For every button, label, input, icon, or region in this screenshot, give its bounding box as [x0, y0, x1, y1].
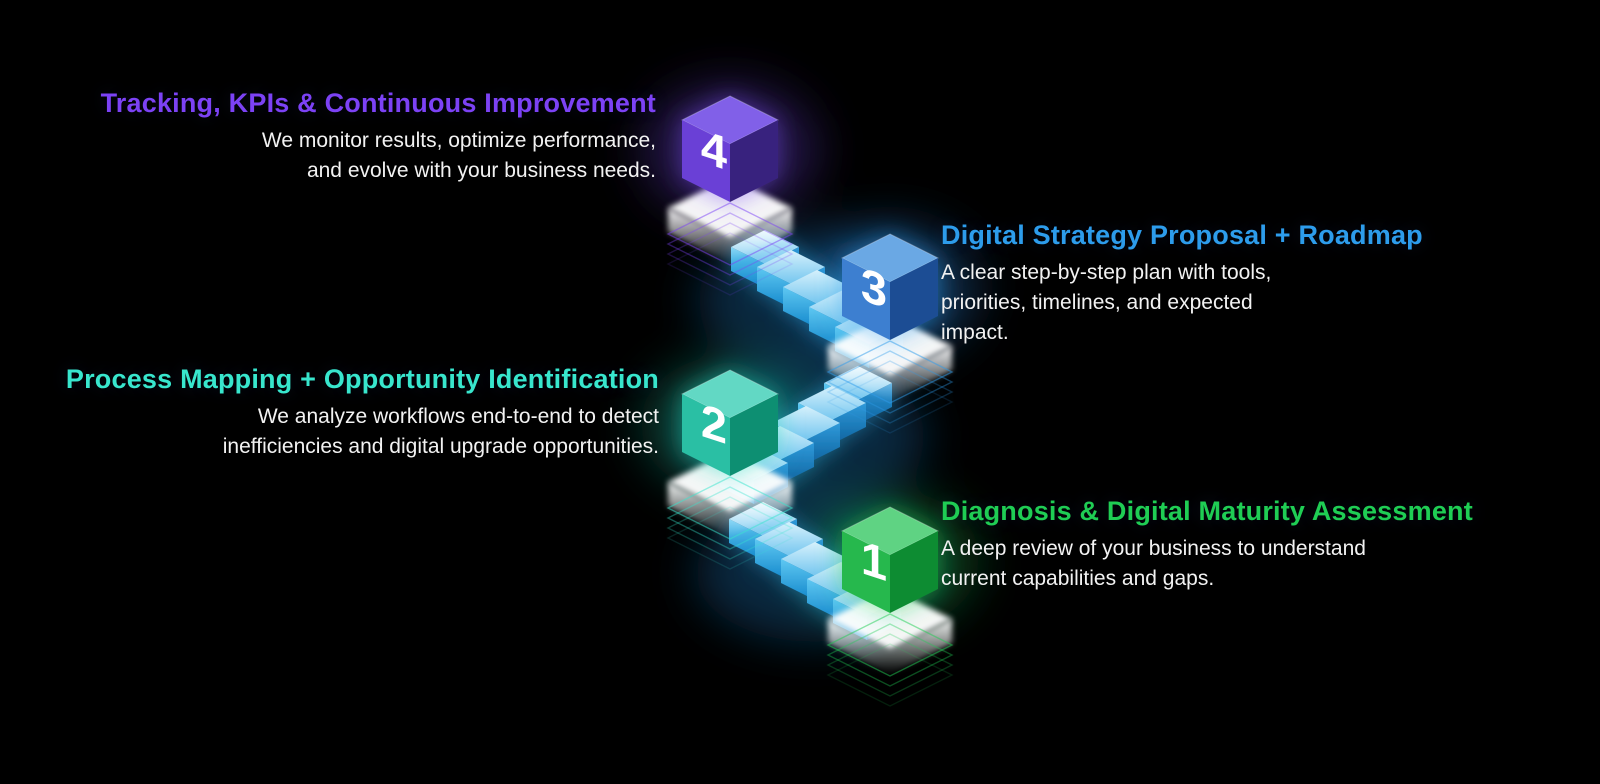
step-4-text-block: Tracking, KPIs & Continuous Improvement …	[101, 86, 656, 186]
step-2-cube: 2	[680, 369, 780, 476]
step-2-description: We analyze workflows end-to-end to detec…	[66, 402, 659, 462]
step-3-text-block: Digital Strategy Proposal + Roadmap A cl…	[941, 218, 1423, 348]
step-2-cube-left-face	[682, 394, 730, 476]
step-3-description: A clear step-by-step plan with tools, pr…	[941, 258, 1423, 348]
step-3-description-line-3: impact.	[941, 321, 1009, 344]
step-4-cube-number: 4	[701, 120, 727, 181]
step-3-platform-top	[828, 315, 952, 377]
step-1-title: Diagnosis & Digital Maturity Assessment	[941, 496, 1473, 526]
step-1-platform	[826, 588, 954, 707]
step-1-cube-right-face	[890, 531, 938, 613]
step-2-platform-top	[668, 451, 792, 513]
step-4-description-line-2: and evolve with your business needs.	[306, 159, 656, 182]
step-3-cube-number: 3	[861, 258, 887, 319]
step-1-cube-number: 1	[861, 531, 887, 592]
step-1-description-line-2: current capabilities and gaps.	[941, 567, 1215, 590]
step-2-glow-lines	[666, 476, 794, 570]
step-2-description-line-1: We analyze workflows end-to-end to detec…	[257, 405, 659, 428]
step-2-platform	[666, 451, 794, 570]
step-2-description-line-2: inefficiencies and digital upgrade oppor…	[222, 435, 659, 458]
step-3-platform-glow	[828, 346, 952, 401]
step-4-description: We monitor results, optimize performance…	[101, 126, 656, 186]
step-1-description-line-1: A deep review of your business to unders…	[941, 537, 1366, 560]
step-1-text-block: Diagnosis & Digital Maturity Assessment …	[941, 494, 1473, 594]
step-1-platform-glow	[828, 619, 952, 674]
step-3-description-line-2: priorities, timelines, and expected	[941, 291, 1253, 314]
step-3-title: Digital Strategy Proposal + Roadmap	[941, 220, 1423, 250]
step-3-description-line-1: A clear step-by-step plan with tools,	[941, 261, 1272, 284]
step-1-glow-lines	[826, 613, 954, 707]
step-2-text-block: Process Mapping + Opportunity Identifica…	[66, 362, 659, 462]
step-1-cube-left-face	[842, 531, 890, 613]
step-4-glow-lines	[666, 202, 794, 296]
step-2-cube-number: 2	[701, 394, 727, 455]
step-1-cube: 1	[840, 506, 940, 613]
step-4-platform-glow	[668, 208, 792, 263]
step-3-cube-left-face	[842, 258, 890, 340]
step-2-platform-glow	[668, 482, 792, 537]
step-4-description-line-1: We monitor results, optimize performance…	[261, 129, 656, 152]
step-4-title: Tracking, KPIs & Continuous Improvement	[100, 88, 656, 118]
step-2-cube-right-face	[730, 394, 778, 476]
step-4-platform-top	[668, 177, 792, 239]
step-4-cube-left-face	[682, 120, 730, 202]
step-4-platform	[666, 177, 794, 296]
step-4-cube-right-face	[730, 120, 778, 202]
step-4-cube: 4	[680, 95, 780, 202]
step-2-title: Process Mapping + Opportunity Identifica…	[65, 364, 659, 394]
step-3-platform	[826, 315, 954, 434]
step-1-platform-top	[828, 588, 952, 650]
step-3-cube: 3	[840, 233, 940, 340]
step-3-cube-right-face	[890, 258, 938, 340]
step-3-glow-lines	[826, 340, 954, 434]
step-1-description: A deep review of your business to unders…	[941, 534, 1473, 594]
